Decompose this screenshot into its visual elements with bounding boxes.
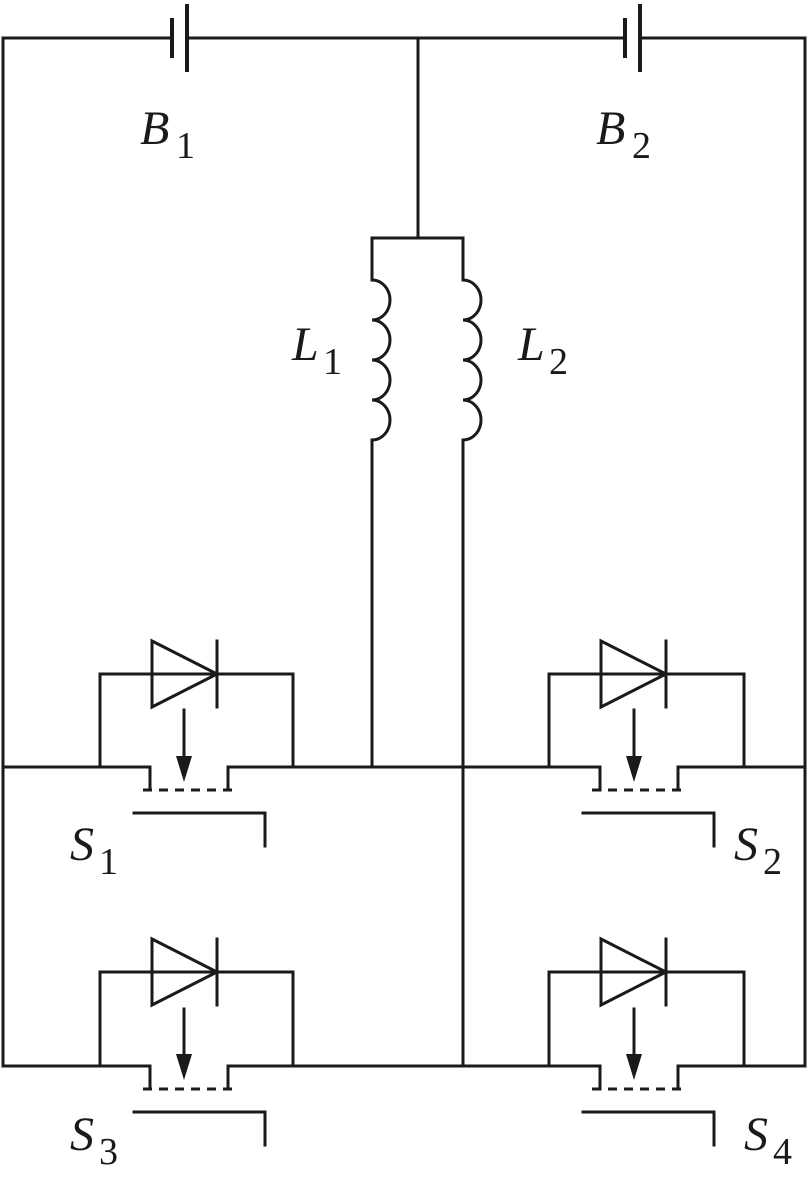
- bus-wires: [1, 765, 807, 1068]
- svg-text:S: S: [70, 818, 94, 871]
- inductor-output-wires: [370, 438, 465, 1068]
- label-l1: L 1: [291, 318, 342, 383]
- switch-s2: [547, 638, 746, 848]
- svg-text:2: 2: [763, 841, 782, 883]
- svg-text:L: L: [517, 318, 545, 371]
- inductor-l2: [461, 278, 483, 442]
- switch-s1: [98, 638, 295, 848]
- battery-b1: [170, 4, 189, 72]
- switch-s4: [547, 936, 746, 1147]
- label-s3: S 3: [70, 1108, 118, 1173]
- svg-text:2: 2: [549, 341, 568, 383]
- svg-text:1: 1: [323, 341, 342, 383]
- battery-b2: [623, 4, 642, 72]
- svg-text:3: 3: [99, 1131, 118, 1173]
- svg-text:S: S: [70, 1108, 94, 1161]
- outer-wires: [1, 36, 807, 1068]
- switch-s3: [98, 936, 295, 1147]
- label-s2: S 2: [734, 818, 782, 883]
- svg-text:B: B: [140, 102, 169, 155]
- label-s4: S 4: [744, 1108, 792, 1173]
- inductor-feed-wires: [370, 36, 465, 282]
- svg-text:L: L: [291, 318, 319, 371]
- svg-text:2: 2: [632, 125, 651, 167]
- label-b1: B 1: [140, 102, 195, 167]
- inductor-l1: [370, 278, 392, 442]
- svg-text:B: B: [596, 102, 625, 155]
- svg-text:1: 1: [176, 125, 195, 167]
- svg-text:1: 1: [99, 841, 118, 883]
- svg-text:4: 4: [773, 1131, 792, 1173]
- svg-text:S: S: [734, 818, 758, 871]
- label-b2: B 2: [596, 102, 651, 167]
- label-s1: S 1: [70, 818, 118, 883]
- label-l2: L 2: [517, 318, 568, 383]
- svg-text:S: S: [744, 1108, 768, 1161]
